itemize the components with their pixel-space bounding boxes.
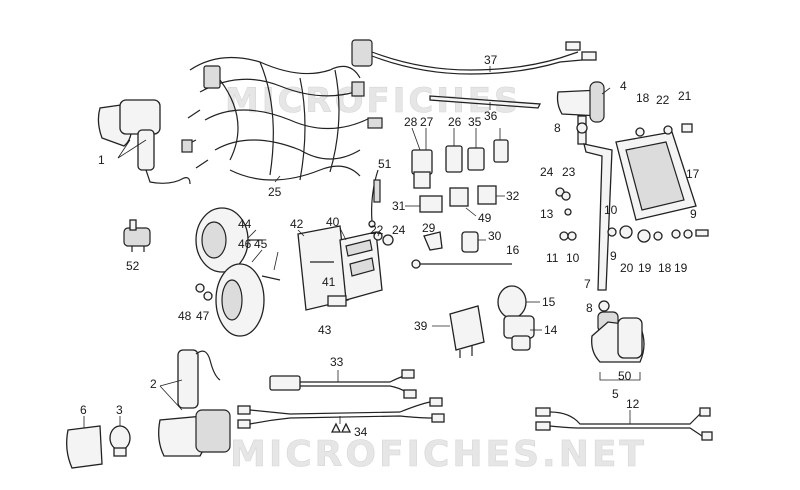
label-51: 51	[378, 157, 392, 171]
label-47: 47	[196, 309, 210, 323]
toggle-switch	[123, 219, 151, 252]
label-9-mid: 9	[610, 249, 617, 263]
indicator-lens	[66, 416, 103, 469]
label-3: 3	[116, 403, 123, 417]
label-49: 49	[478, 211, 492, 225]
label-11: 11	[546, 251, 559, 265]
bracket-fasteners	[555, 187, 709, 243]
label-32: 32	[506, 189, 520, 203]
label-46: 46	[238, 237, 252, 251]
label-39: 39	[414, 319, 428, 333]
reference-labels: 1 25 37 36 4 28 27 26 35 8 18 22 21 17 5…	[80, 53, 700, 439]
horn-assembly	[195, 207, 281, 337]
label-22-top: 22	[656, 93, 670, 107]
top-cable	[351, 39, 597, 75]
label-18-mid: 18	[658, 261, 672, 275]
label-1: 1	[98, 153, 105, 167]
sensor-parts	[411, 231, 512, 269]
label-35: 35	[468, 115, 482, 129]
label-28: 28	[404, 115, 418, 129]
front-indicator-left	[97, 99, 191, 185]
label-29: 29	[422, 221, 436, 235]
indicator-bulb	[109, 416, 131, 457]
fuse-cable	[368, 169, 381, 228]
label-10-mid: 10	[566, 251, 580, 265]
label-10-top: 10	[604, 203, 618, 217]
wiring-harness	[181, 56, 383, 183]
label-27: 27	[420, 115, 434, 129]
cable-34	[237, 397, 445, 433]
label-26: 26	[448, 115, 462, 129]
rear-indicator-upper	[556, 81, 611, 123]
label-5-lower: 5	[612, 387, 619, 401]
label-24-top: 24	[540, 165, 554, 179]
label-7: 7	[584, 277, 591, 291]
label-6: 6	[80, 403, 87, 417]
label-18-top: 18	[636, 91, 650, 105]
label-42: 42	[290, 217, 304, 231]
indicator-stem	[576, 115, 613, 291]
label-40: 40	[326, 215, 340, 229]
label-37: 37	[484, 53, 498, 67]
label-25: 25	[268, 185, 282, 199]
label-9-right: 9	[690, 207, 697, 221]
label-48: 48	[178, 309, 192, 323]
lower-right-cable	[535, 407, 713, 441]
label-8-lower: 8	[586, 301, 593, 315]
relay-39	[432, 305, 485, 358]
label-50: 50	[618, 369, 632, 383]
cable-strap	[429, 95, 542, 110]
label-31: 31	[392, 199, 406, 213]
license-plate-bracket	[615, 123, 697, 221]
label-36: 36	[484, 109, 498, 123]
label-17: 17	[686, 167, 700, 181]
label-4: 4	[620, 79, 627, 93]
connector-group	[405, 127, 509, 217]
label-24-mid: 24	[392, 223, 406, 237]
label-2: 2	[150, 377, 157, 391]
label-41: 41	[322, 275, 336, 289]
label-52: 52	[126, 259, 140, 273]
label-30: 30	[488, 229, 502, 243]
label-19-b: 19	[674, 261, 688, 275]
label-19-a: 19	[638, 261, 652, 275]
rear-indicator-left	[158, 349, 231, 457]
label-34: 34	[354, 425, 368, 439]
label-45: 45	[254, 237, 268, 251]
label-13: 13	[540, 207, 554, 221]
cable-33	[269, 369, 417, 399]
label-33: 33	[330, 355, 344, 369]
label-20: 20	[620, 261, 634, 275]
label-16: 16	[506, 243, 520, 257]
relays-14-15	[497, 285, 542, 351]
label-43: 43	[318, 323, 332, 337]
label-15: 15	[542, 295, 556, 309]
label-12: 12	[626, 397, 640, 411]
label-44: 44	[238, 217, 252, 231]
label-22-mid: 22	[370, 223, 384, 237]
label-21: 21	[678, 89, 692, 103]
label-23: 23	[562, 165, 576, 179]
rear-indicator-lower	[591, 300, 645, 381]
label-5-top: 8	[554, 121, 561, 135]
watermark-bottom: MICROFICHES.NET	[230, 434, 647, 475]
fuse-box	[297, 225, 394, 311]
label-14: 14	[544, 323, 558, 337]
